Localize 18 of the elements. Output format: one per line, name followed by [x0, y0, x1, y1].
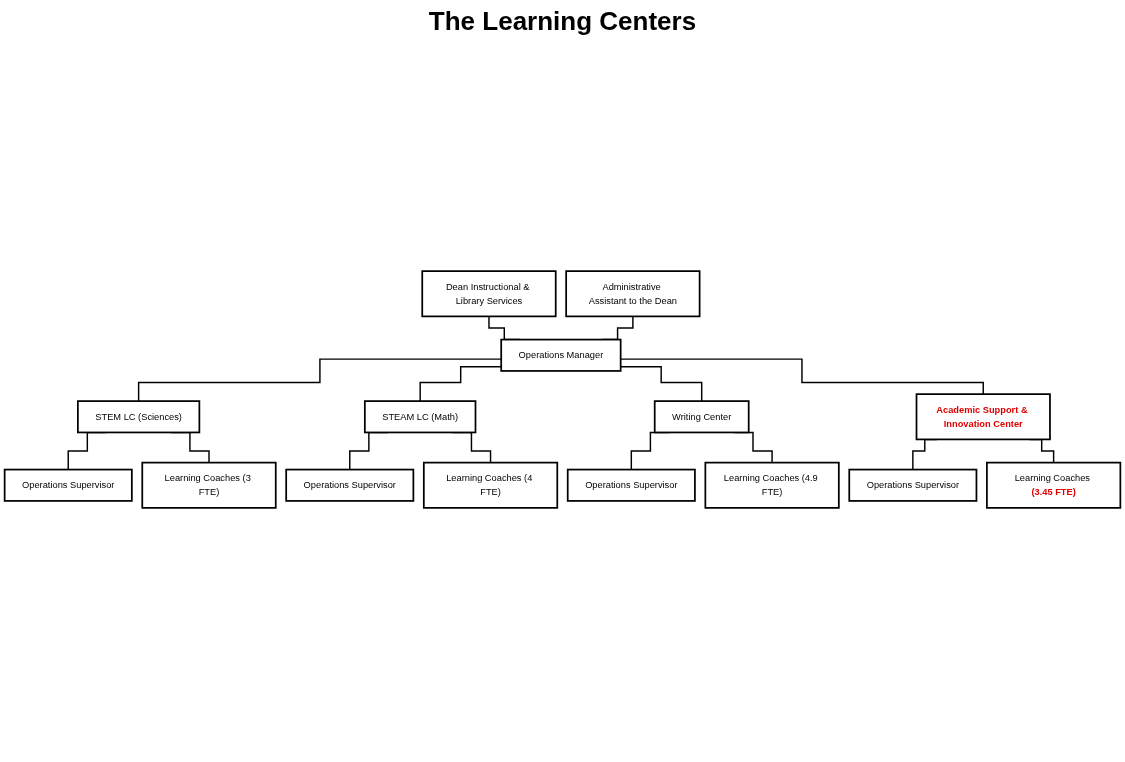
node-box: Operations Supervisor	[566, 468, 696, 502]
node-box: Operations Supervisor	[3, 468, 133, 502]
node-box: Operations Supervisor	[285, 468, 415, 502]
connector	[419, 366, 502, 402]
diagram-title: The Learning Centers	[427, 6, 698, 37]
node-box: Learning Coaches (3.45 FTE)	[986, 461, 1122, 509]
node-box: Learning Coaches (4 FTE)	[422, 461, 559, 509]
node-box: Writing Center	[653, 400, 750, 434]
node-box: Administrative Assistant to the Dean	[565, 270, 701, 318]
node-box: Learning Coaches (4.9 FTE)	[704, 461, 840, 509]
node-box: Learning Coaches (3 FTE)	[141, 461, 277, 509]
node-box: STEM LC (Sciences)	[77, 400, 201, 434]
node-box: Operations Manager	[500, 338, 622, 372]
node-box: Dean Instructional & Library Services	[421, 270, 557, 318]
node-box: Academic Support & Innovation Center	[915, 393, 1051, 441]
node-box: Operations Supervisor	[848, 468, 978, 502]
connector	[137, 358, 502, 402]
node-box: STEAM LC (Math)	[363, 400, 477, 434]
